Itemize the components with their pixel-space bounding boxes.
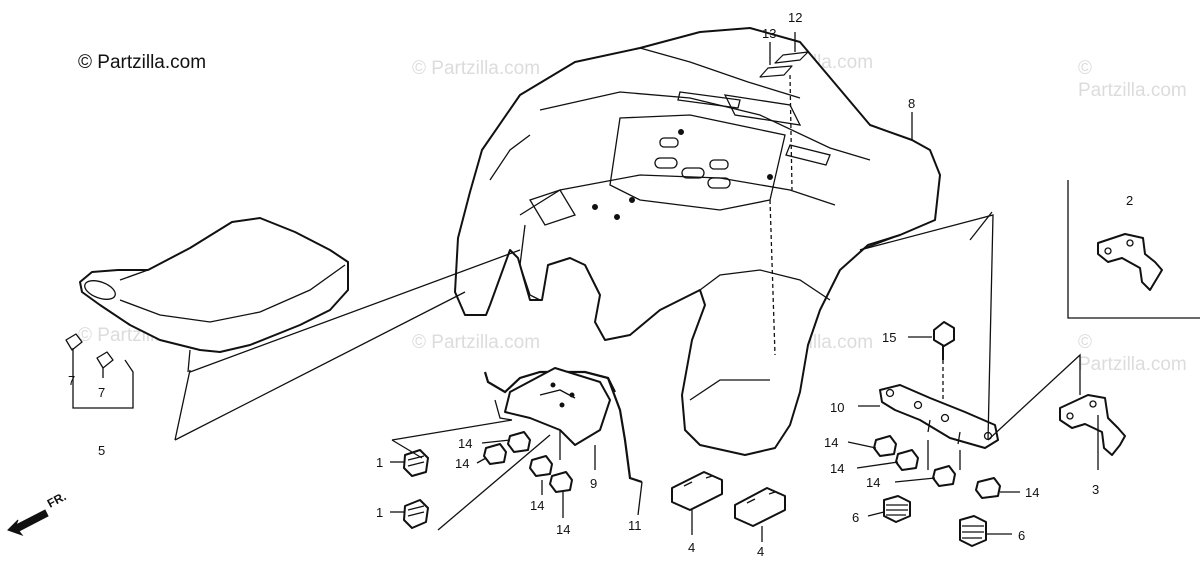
- callout-14: 14: [530, 498, 544, 513]
- grommets-left: [483, 431, 573, 493]
- mounting-plate: [879, 384, 999, 449]
- front-direction-label: FR.: [45, 489, 69, 510]
- callout-14: 14: [1025, 485, 1039, 500]
- watermark: © Partzilla.com: [1078, 332, 1187, 375]
- callout-4: 4: [688, 540, 695, 555]
- callout-9: 9: [590, 476, 597, 491]
- callout-4: 4: [757, 544, 764, 559]
- callout-10: 10: [830, 400, 844, 415]
- callout-14: 14: [866, 475, 880, 490]
- leader-lines: [72, 32, 1099, 542]
- watermark: © Partzilla.com: [1078, 58, 1187, 101]
- bracket-2-box: [1067, 180, 1200, 319]
- callout-13: 13: [762, 26, 776, 41]
- watermark: © Partzilla.com: [412, 332, 541, 353]
- callout-3: 3: [1092, 482, 1099, 497]
- flange-bolt: [933, 321, 955, 360]
- grommets-right: [873, 435, 1001, 499]
- callout-7: 7: [68, 373, 75, 388]
- callout-6: 6: [1018, 528, 1025, 543]
- callout-12: 12: [788, 10, 802, 25]
- rubber-cushions: [883, 495, 987, 547]
- callout-2: 2: [1126, 193, 1133, 208]
- callout-1: 1: [376, 505, 383, 520]
- callout-6: 6: [852, 510, 859, 525]
- callout-5: 5: [98, 443, 105, 458]
- mount-brackets: [671, 471, 786, 527]
- rear-bracket: [483, 367, 643, 484]
- seat: [79, 217, 349, 373]
- callout-1: 1: [376, 455, 383, 470]
- copyright-text: © Partzilla.com: [78, 52, 207, 73]
- callout-14: 14: [458, 436, 472, 451]
- callout-7: 7: [98, 385, 105, 400]
- seat-clips: [65, 333, 114, 369]
- bracket-3: [1059, 394, 1126, 456]
- callout-15: 15: [882, 330, 896, 345]
- watermark: © Partzilla.com: [412, 58, 541, 79]
- cap-nuts: [403, 449, 429, 529]
- callout-11: 11: [628, 518, 642, 533]
- callout-14: 14: [830, 461, 844, 476]
- callout-8: 8: [908, 96, 915, 111]
- callout-14: 14: [824, 435, 838, 450]
- callout-14: 14: [556, 522, 570, 537]
- front-direction-arrow: FR.: [7, 489, 69, 537]
- decal-stickers: [759, 51, 809, 78]
- rear-fender: [454, 27, 941, 456]
- callout-14: 14: [455, 456, 469, 471]
- callout-numbers: 12 13 8 2 15 10 14 14 14 14 3 6 6 4 4 11…: [68, 10, 1133, 559]
